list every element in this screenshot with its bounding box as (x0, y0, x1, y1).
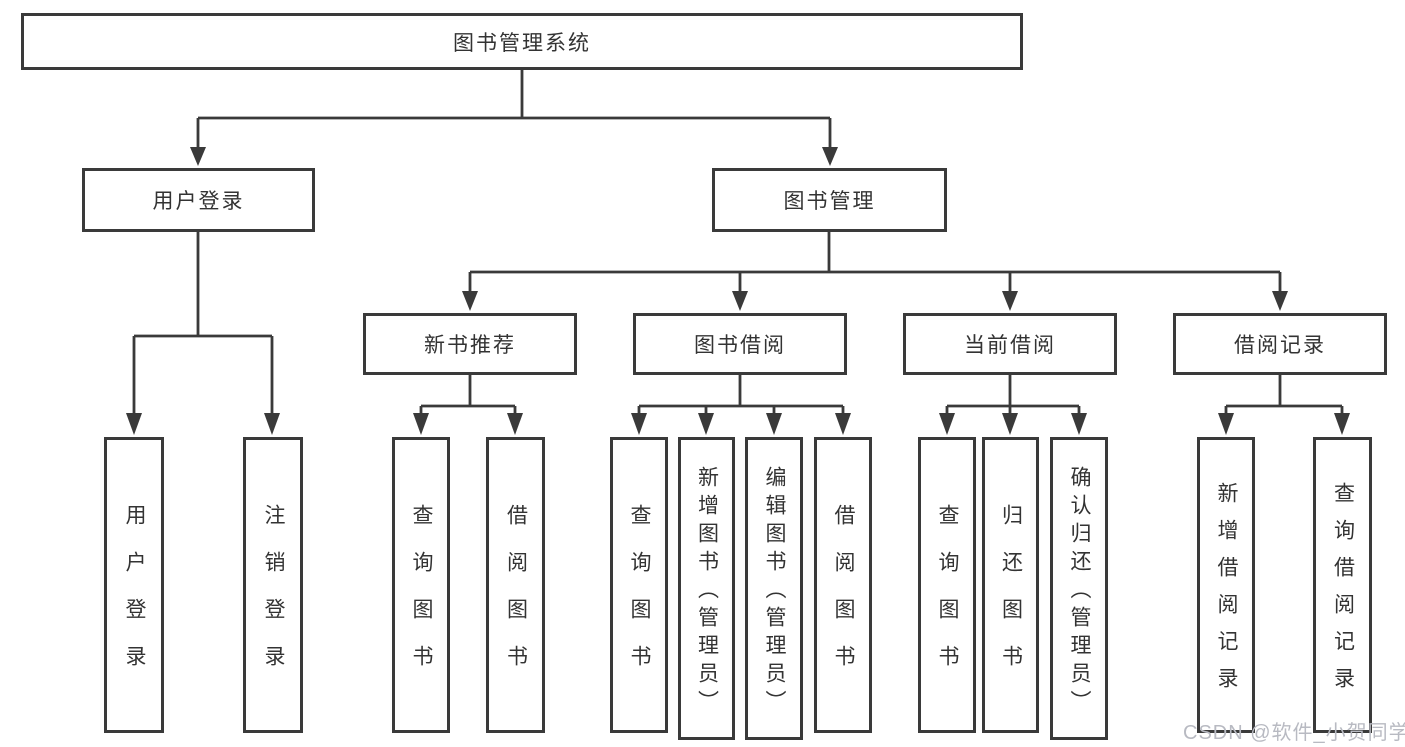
leaf-confirm-return-admin: 确认归还（管理员） (1050, 437, 1108, 740)
node-current-borrow: 当前借阅 (903, 313, 1117, 375)
node-book-borrow-label: 图书借阅 (694, 334, 786, 357)
leaf-query-book-current: 查询图书 (918, 437, 976, 733)
leaf-edit-book-admin: 编辑图书（管理员） (745, 437, 803, 740)
leaf-query-book-borrow-label: 查询图书 (628, 504, 651, 692)
arrowhead-down-icon (413, 413, 429, 435)
leaf-logout: 注销登录 (243, 437, 303, 733)
arrowhead-down-icon (1002, 413, 1018, 435)
arrowhead-down-icon (190, 147, 206, 166)
leaf-logout-label: 注销登录 (262, 504, 285, 692)
leaf-user-login-label: 用户登录 (123, 504, 146, 692)
leaf-borrow-book-borrow-label: 借阅图书 (832, 504, 855, 692)
node-current-borrow-label: 当前借阅 (964, 334, 1056, 357)
arrowhead-down-icon (1218, 413, 1234, 435)
arrowhead-down-icon (507, 413, 523, 435)
arrowhead-down-icon (631, 413, 647, 435)
arrowhead-down-icon (835, 413, 851, 435)
node-book-mgmt: 图书管理 (712, 168, 947, 232)
node-user-login-label: 用户登录 (152, 190, 245, 213)
leaf-return-book: 归还图书 (982, 437, 1039, 733)
arrowhead-down-icon (698, 413, 714, 435)
leaf-confirm-return-admin-label: 确认归还（管理员） (1068, 466, 1091, 718)
leaf-user-login: 用户登录 (104, 437, 164, 733)
node-user-login: 用户登录 (82, 168, 315, 232)
leaf-query-book-rec: 查询图书 (392, 437, 450, 733)
leaf-query-book-rec-label: 查询图书 (410, 504, 433, 692)
node-borrow-records: 借阅记录 (1173, 313, 1387, 375)
leaf-edit-book-admin-label: 编辑图书（管理员） (763, 466, 786, 718)
arrowhead-down-icon (766, 413, 782, 435)
leaf-query-book-current-label: 查询图书 (936, 504, 959, 692)
node-new-book-rec: 新书推荐 (363, 313, 577, 375)
node-new-book-rec-label: 新书推荐 (424, 334, 516, 357)
leaf-borrow-book-rec-label: 借阅图书 (504, 504, 528, 692)
node-book-borrow: 图书借阅 (633, 313, 847, 375)
leaf-add-borrow-record-label: 新增借阅记录 (1215, 482, 1238, 704)
leaf-query-borrow-record-label: 查询借阅记录 (1331, 482, 1355, 704)
leaf-query-borrow-record: 查询借阅记录 (1313, 437, 1372, 733)
node-borrow-records-label: 借阅记录 (1234, 334, 1326, 357)
arrowhead-down-icon (732, 291, 748, 311)
arrowhead-down-icon (822, 147, 838, 166)
arrowhead-down-icon (462, 291, 478, 311)
arrowhead-down-icon (1071, 413, 1087, 435)
arrowhead-down-icon (264, 413, 280, 435)
leaf-add-book-admin-label: 新增图书（管理员） (695, 466, 719, 718)
arrowhead-down-icon (1334, 413, 1350, 435)
arrowhead-down-icon (126, 413, 142, 435)
leaf-borrow-book-rec: 借阅图书 (486, 437, 545, 733)
leaf-add-book-admin: 新增图书（管理员） (678, 437, 735, 740)
leaf-return-book-label: 归还图书 (999, 504, 1023, 692)
leaf-query-book-borrow: 查询图书 (610, 437, 668, 733)
arrowhead-down-icon (1272, 291, 1288, 311)
arrowhead-down-icon (939, 413, 955, 435)
node-book-mgmt-label: 图书管理 (783, 190, 876, 213)
node-root-label: 图书管理系统 (453, 31, 591, 55)
node-root: 图书管理系统 (21, 13, 1023, 70)
arrowhead-down-icon (1002, 291, 1018, 311)
leaf-add-borrow-record: 新增借阅记录 (1197, 437, 1255, 733)
leaf-borrow-book-borrow: 借阅图书 (814, 437, 872, 733)
csdn-watermark: CSDN @软件_小贺同学 (1183, 722, 1405, 744)
